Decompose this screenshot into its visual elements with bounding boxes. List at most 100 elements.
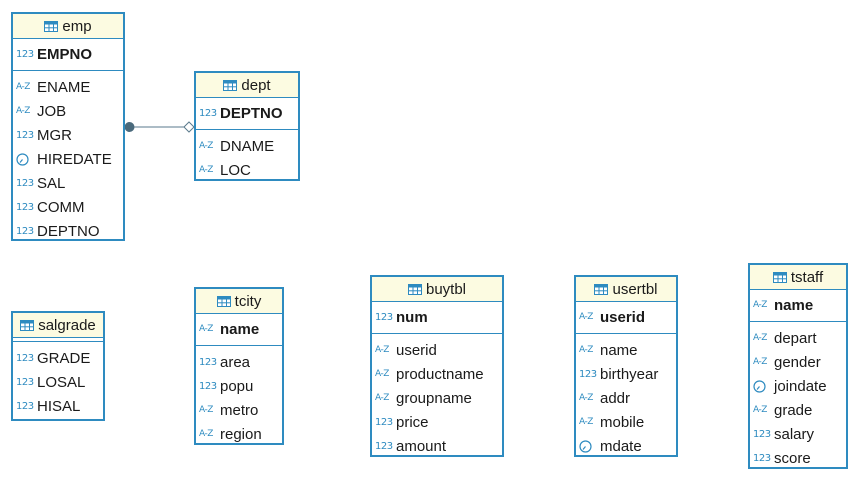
column-row[interactable]: A-Z depart: [750, 326, 846, 350]
number-icon: 123: [16, 177, 34, 189]
column-name: depart: [774, 329, 817, 347]
text-icon: A-Z: [16, 106, 30, 116]
column-name: userid: [600, 308, 646, 326]
column-name: gender: [774, 353, 821, 371]
number-icon: 123: [199, 107, 217, 119]
entity-header[interactable]: tcity: [196, 289, 282, 314]
table-icon: [223, 79, 238, 91]
entity-header[interactable]: dept: [196, 73, 298, 98]
table-icon: [216, 295, 231, 307]
column-row[interactable]: A-Z JOB: [13, 99, 123, 123]
column-row[interactable]: joindate: [750, 374, 846, 398]
number-icon: 123: [16, 129, 34, 141]
column-row[interactable]: A-Z DNAME: [196, 134, 298, 158]
column-name: MGR: [37, 126, 72, 144]
column-name: price: [396, 413, 429, 431]
column-name: amount: [396, 437, 447, 455]
number-icon: 123: [579, 368, 597, 380]
number-icon: 123: [199, 380, 217, 392]
number-icon: 123: [199, 356, 217, 368]
entity-title: emp: [62, 17, 92, 35]
entity-header[interactable]: salgrade: [13, 313, 103, 338]
entity-header[interactable]: buytbl: [372, 277, 502, 302]
number-icon: 123: [16, 225, 34, 237]
entity-title: usertbl: [612, 280, 658, 298]
column-name: DEPTNO: [37, 222, 100, 240]
number-icon: 123: [375, 440, 393, 452]
column-row[interactable]: HIREDATE: [13, 147, 123, 171]
number-icon: 123: [753, 452, 771, 464]
table-icon: [407, 283, 422, 295]
column-name: name: [774, 296, 814, 314]
column-name: productname: [396, 365, 484, 383]
entity-header[interactable]: tstaff: [750, 265, 846, 290]
text-icon: A-Z: [199, 141, 213, 151]
column-name: birthyear: [600, 365, 659, 383]
text-icon: A-Z: [579, 345, 593, 355]
text-icon: A-Z: [753, 333, 767, 343]
text-icon: A-Z: [579, 393, 593, 403]
relationship-start-dot: [124, 122, 135, 132]
column-name: groupname: [396, 389, 472, 407]
relationship-end-diamond: [183, 121, 195, 133]
column-row[interactable]: mdate: [576, 434, 676, 458]
column-name: JOB: [37, 102, 67, 120]
entity-header[interactable]: emp: [13, 14, 123, 39]
date-icon: [579, 439, 597, 453]
entity-title: salgrade: [38, 316, 96, 334]
text-icon: A-Z: [199, 165, 213, 175]
column-name: HIREDATE: [37, 150, 112, 168]
number-icon: 123: [753, 428, 771, 440]
text-icon: A-Z: [375, 369, 389, 379]
column-name: DNAME: [220, 137, 275, 155]
column-name: region: [220, 425, 262, 443]
number-icon: 123: [375, 311, 393, 323]
entity-header[interactable]: usertbl: [576, 277, 676, 302]
column-row[interactable]: A-Z productname: [372, 362, 502, 386]
